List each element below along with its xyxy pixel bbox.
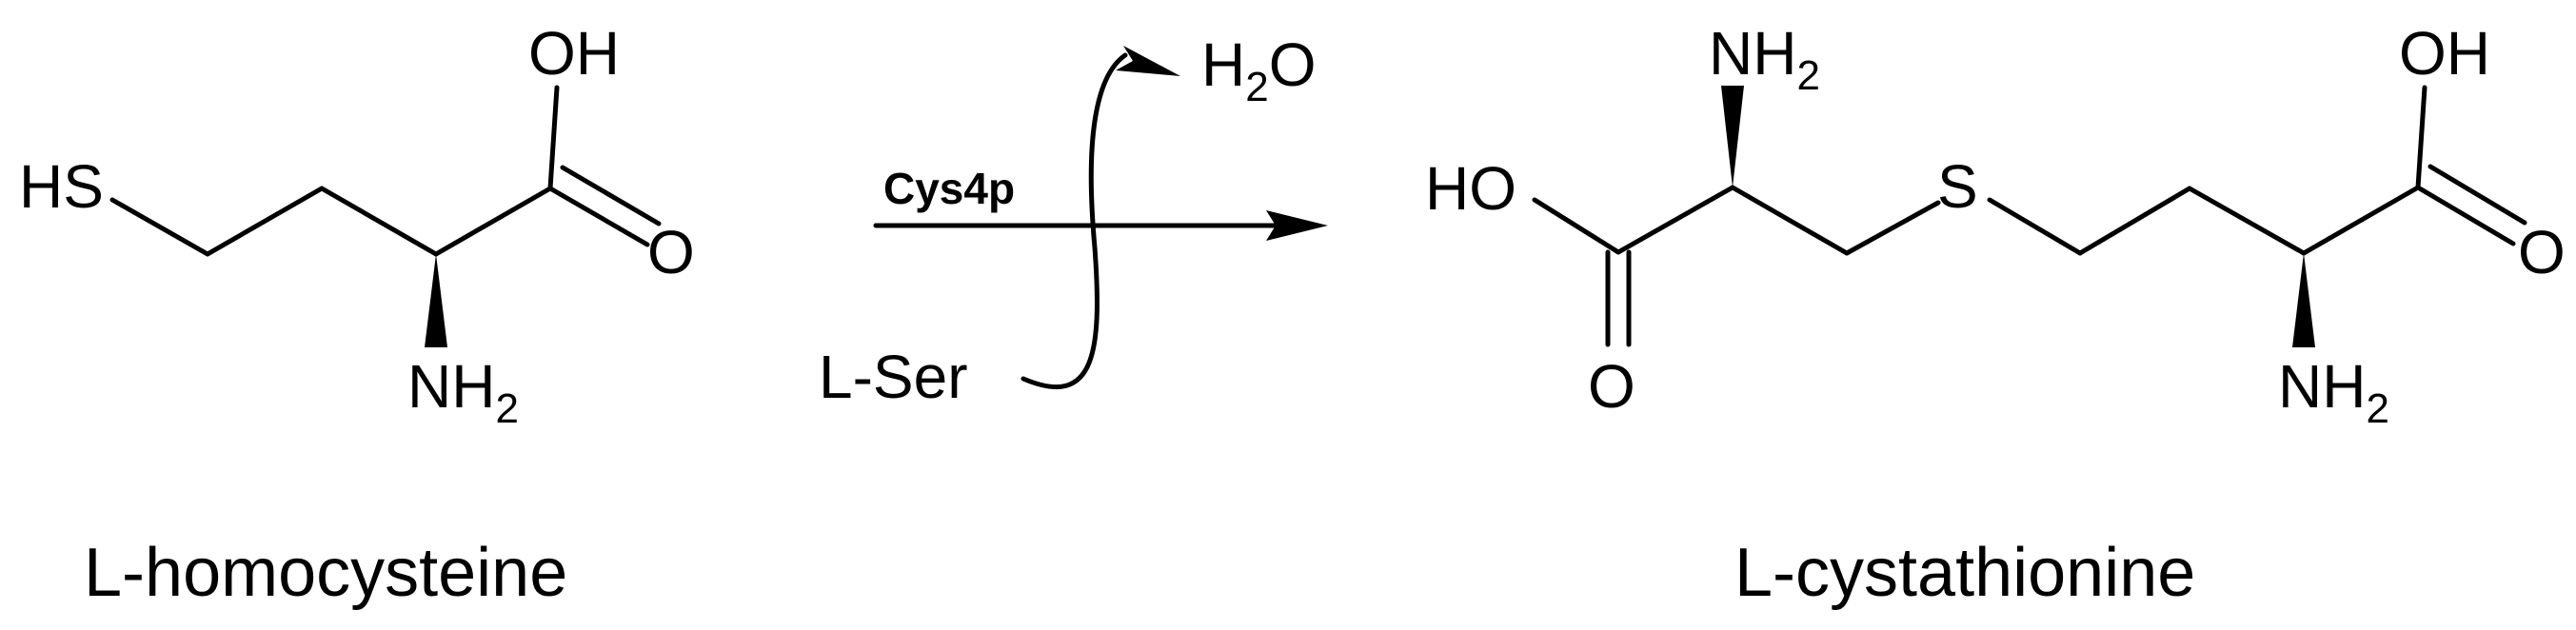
- bond: [547, 85, 560, 191]
- wedge-bond-right: [2292, 253, 2315, 347]
- carbonyl-bond: [560, 165, 662, 226]
- carbonyl-bond: [547, 186, 650, 247]
- bond: [2415, 85, 2427, 190]
- bond: [2301, 185, 2421, 256]
- curved-side-arrow: [1020, 52, 1128, 390]
- water-label: H2O: [1201, 30, 1316, 110]
- bond: [1532, 197, 1621, 255]
- reaction-arrow-head: [1266, 210, 1328, 241]
- bond: [319, 186, 439, 257]
- carbonyl-o-label: O: [647, 218, 695, 286]
- bond: [109, 197, 210, 257]
- bond: [433, 186, 553, 257]
- l-homocysteine-structure: HS OH O NH2: [19, 19, 695, 432]
- amine-nh2-left-label: NH2: [1709, 19, 1820, 99]
- amine-nh2-label: NH2: [407, 352, 519, 432]
- cosubstrate-label: L-Ser: [819, 343, 968, 411]
- bond: [1844, 200, 1941, 256]
- bond: [2077, 186, 2192, 256]
- thiol-hs-label: HS: [19, 152, 104, 221]
- bond: [1615, 185, 1735, 255]
- reaction-arrow-group: Cys4p L-Ser H2O: [819, 30, 1328, 411]
- hydroxyl-ho-left-label: HO: [1425, 154, 1516, 223]
- hydroxyl-oh-right-label: OH: [2399, 19, 2490, 88]
- substrate-name: L-homocysteine: [84, 535, 567, 611]
- bond: [1987, 197, 2083, 256]
- side-arrow-head: [1116, 46, 1180, 76]
- carbonyl-o-left-label: O: [1588, 352, 1635, 421]
- l-cystathionine-structure: HO O NH2 S OH O NH2: [1425, 19, 2566, 432]
- wedge-bond: [425, 254, 447, 347]
- hydroxyl-oh-label: OH: [528, 19, 620, 88]
- product-name: L-cystathionine: [1734, 535, 2195, 611]
- bond: [205, 186, 325, 257]
- carbonyl-bond: [2415, 185, 2516, 246]
- carbonyl-bond: [2427, 164, 2527, 226]
- amine-nh2-right-label: NH2: [2278, 352, 2389, 432]
- sulfur-s-label: S: [1937, 152, 1978, 221]
- enzyme-label: Cys4p: [883, 164, 1015, 213]
- bond: [2187, 186, 2307, 256]
- bond: [1730, 185, 1850, 256]
- wedge-bond-left: [1721, 86, 1744, 187]
- carbonyl-o-right-label: O: [2518, 218, 2566, 286]
